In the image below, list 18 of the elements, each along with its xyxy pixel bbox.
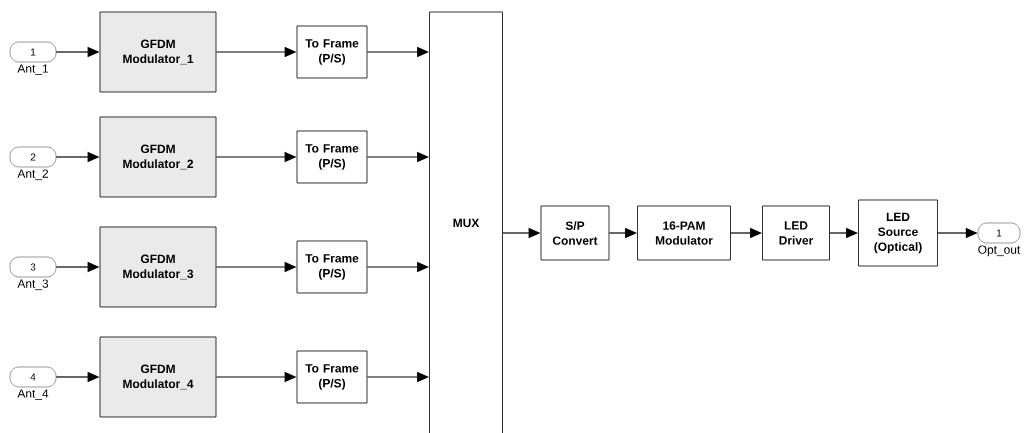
process-box: To Frame (P/S)	[296, 25, 368, 79]
port-label: Ant_4	[17, 389, 49, 400]
process-box: S/P Convert	[540, 205, 610, 261]
port-label: Ant_1	[17, 64, 49, 75]
process-box: LED Source (Optical)	[858, 199, 938, 267]
port-label: Ant_3	[17, 279, 49, 291]
mux-box: MUX	[429, 11, 503, 433]
process-box: To Frame (P/S)	[296, 350, 368, 404]
modulator-box: GFDM Modulator_3	[99, 226, 217, 308]
process-box: To Frame (P/S)	[296, 240, 368, 294]
port-label: Opt_out	[978, 245, 1021, 257]
modulator-box: GFDM Modulator_4	[99, 336, 217, 418]
modulator-box: GFDM Modulator_1	[99, 11, 217, 93]
process-box: To Frame (P/S)	[296, 130, 368, 184]
process-box: 16-PAM Modulator	[637, 205, 731, 261]
process-box: LED Driver	[762, 205, 830, 261]
port-label: Ant_2	[17, 169, 49, 181]
modulator-box: GFDM Modulator_2	[99, 116, 217, 198]
